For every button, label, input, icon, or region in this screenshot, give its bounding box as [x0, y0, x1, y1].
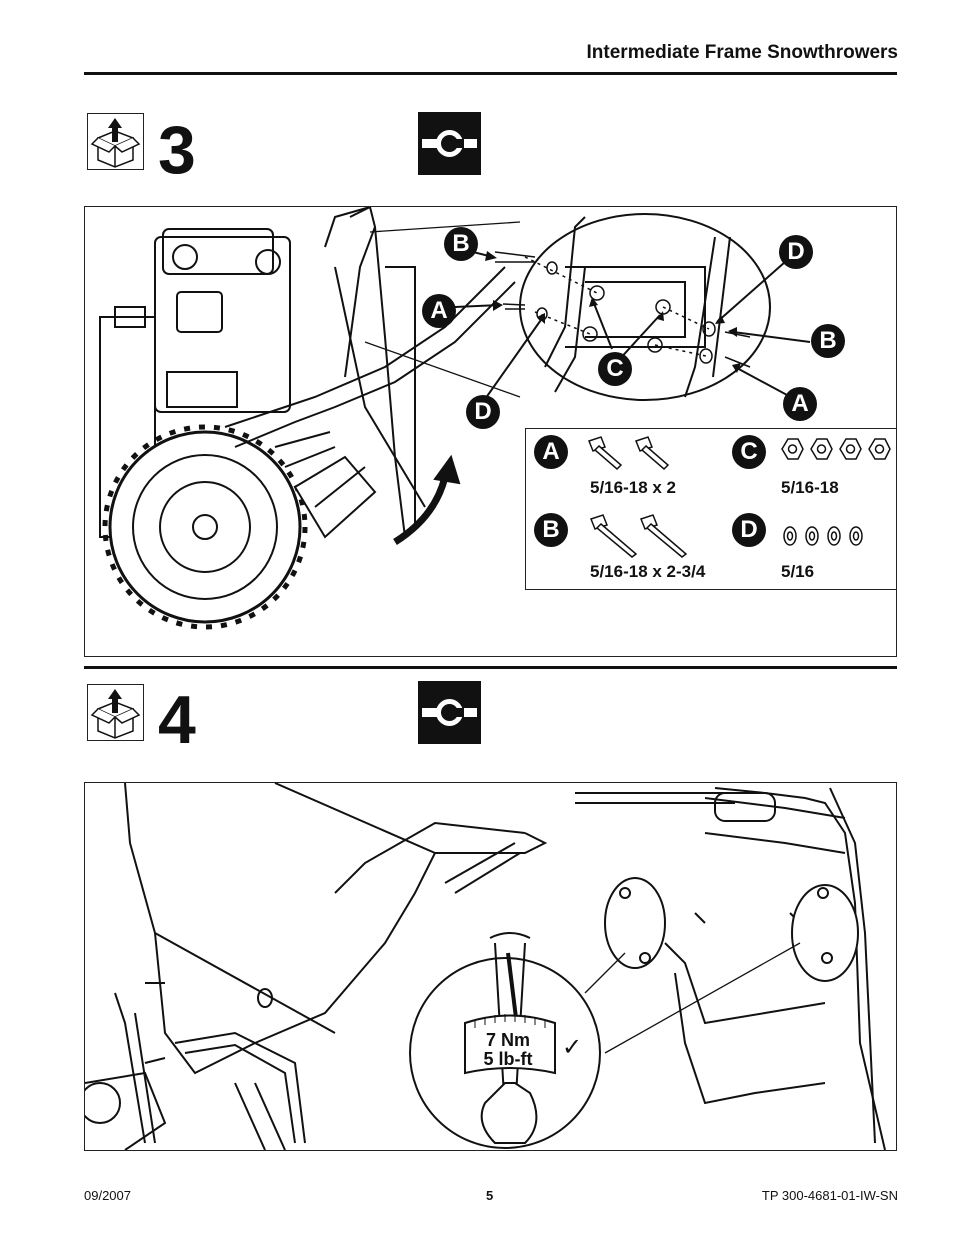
kit-spec-c: 5/16-18	[781, 478, 839, 497]
box-unpack-icon	[87, 113, 144, 170]
bolt-a-icon	[588, 436, 670, 471]
torque-imperial: 5 lb-ft	[483, 1049, 533, 1069]
section-rule	[84, 666, 897, 669]
callout-d-left: D	[466, 395, 500, 429]
header-title: Intermediate Frame Snowthrowers	[586, 42, 898, 63]
page-number: 5	[486, 1188, 494, 1203]
nut-c-icon	[781, 438, 891, 460]
torque-metric: 7 Nm	[485, 1030, 530, 1050]
kit-letter-b: B	[534, 513, 568, 547]
snowthrower-side-illustration	[99, 207, 811, 630]
step-3-illustration-panel: B A D D B C A A 5/16-18 x 2 C 5/16-18 B	[84, 206, 897, 657]
wrench-icon	[418, 112, 481, 175]
callout-a-left: A	[422, 294, 456, 328]
chute-torque-illustration	[85, 783, 886, 1150]
kit-spec-d: 5/16	[781, 562, 815, 581]
torque-value: 7 Nm 5 lb-ft	[463, 1031, 553, 1069]
kit-letter-a: A	[534, 435, 568, 469]
bolt-b-icon	[590, 514, 688, 558]
check-mark-icon: ✓	[562, 1034, 583, 1061]
hardware-kit-box: A 5/16-18 x 2 C 5/16-18 B 5/16-18	[525, 428, 896, 590]
header-rule	[84, 72, 897, 75]
callout-b-right: B	[811, 324, 845, 358]
kit-spec-b: 5/16-18 x 2-3/4	[590, 562, 706, 581]
wrench-icon	[418, 681, 481, 744]
callout-c: C	[598, 352, 632, 386]
kit-letter-c: C	[732, 435, 766, 469]
step-number: 3	[158, 112, 196, 188]
box-unpack-icon	[87, 684, 144, 741]
callout-a-right: A	[783, 387, 817, 421]
callout-d-right: D	[779, 235, 813, 269]
document-id: TP 300-4681-01-IW-SN	[761, 1188, 898, 1203]
footer-date: 09/2007	[84, 1188, 131, 1203]
washer-d-icon	[783, 526, 863, 546]
kit-spec-a: 5/16-18 x 2	[590, 478, 677, 497]
step-number: 4	[158, 682, 196, 758]
kit-letter-d: D	[732, 513, 766, 547]
step-4-illustration-panel: 7 Nm 5 lb-ft ✓	[84, 782, 897, 1151]
callout-b-top: B	[444, 227, 478, 261]
